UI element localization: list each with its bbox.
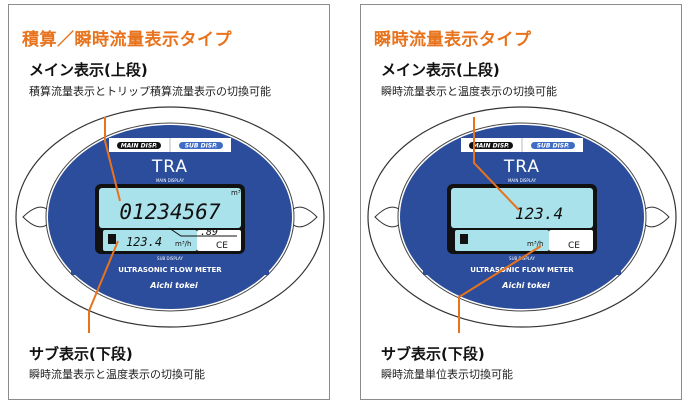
ce-mark: CE <box>568 241 580 251</box>
main-value: 123.4 <box>515 204 563 223</box>
brand-logo: Aichi tokei <box>501 281 550 290</box>
main-disp-button-label: MAIN DISP. <box>121 143 158 150</box>
lcd-sub-area <box>455 230 549 251</box>
main-display-heading: メイン表示(上段) <box>381 61 500 79</box>
panel-title: 積算／瞬時流量表示タイプ <box>22 30 232 50</box>
sub-unit: m³/h <box>527 240 543 248</box>
sub-display-label: SUB DISPLAY <box>157 256 183 261</box>
main-leader-line <box>104 117 121 202</box>
model-label: TRA <box>151 157 188 177</box>
sub-display-heading: サブ表示(下段) <box>381 345 485 363</box>
product-banner: ULTRASONIC FLOW METER <box>470 266 574 274</box>
panel-instantaneous-type: 瞬時流量表示タイプ メイン表示(上段) 瞬時流量表示と温度表示の切換可能 MAI… <box>360 4 682 400</box>
main-unit: m³ <box>231 189 241 197</box>
main-leader-line <box>473 117 520 211</box>
sub-disp-button <box>179 142 223 149</box>
sub-display-description: 瞬時流量表示と温度表示の切換可能 <box>29 368 205 381</box>
sub-disp-button-label: SUB DISP. <box>537 143 570 150</box>
model-label: TRA <box>503 157 540 177</box>
panel-title: 瞬時流量表示タイプ <box>374 30 532 50</box>
main-disp-button <box>469 142 513 149</box>
main-display-label: MAIN DISPLAY <box>508 178 537 183</box>
main-display-description: 積算流量表示とトリップ積算流量表示の切換可能 <box>29 85 271 98</box>
brand-logo: Aichi tokei <box>149 281 198 290</box>
sub-disp-button <box>531 142 575 149</box>
lcd-main-area <box>99 188 241 228</box>
main-decimal: .89 <box>200 227 218 238</box>
main-display-description: 瞬時流量表示と温度表示の切換可能 <box>381 85 557 98</box>
lcd-main-area <box>451 188 593 228</box>
main-disp-button-label: MAIN DISP. <box>473 143 510 150</box>
sub-display-description: 瞬時流量単位表示切換可能 <box>381 368 513 381</box>
sub-value: 123.4 <box>126 235 162 249</box>
sub-unit: m³/h <box>175 240 191 248</box>
lcd-sub-area <box>103 230 197 251</box>
sub-disp-button-label: SUB DISP. <box>185 143 218 150</box>
sub-display-heading: サブ表示(下段) <box>29 345 133 363</box>
main-display-label: MAIN DISPLAY <box>156 178 185 183</box>
sub-leader-line <box>88 240 119 333</box>
sub-leader-line <box>458 245 542 333</box>
main-value: 01234567 <box>119 200 221 224</box>
ce-mark: CE <box>216 241 228 251</box>
product-banner: ULTRASONIC FLOW METER <box>118 266 222 274</box>
flow-meter-illustration: MAIN DISP. SUB DISP. TRA MAIN DISPLAY 12… <box>367 106 677 333</box>
flow-meter-illustration: MAIN DISP. SUB DISP. TRA MAIN DISPLAY m³… <box>15 106 325 333</box>
main-display-heading: メイン表示(上段) <box>29 61 148 79</box>
main-disp-button <box>117 142 161 149</box>
panel-totalizer-type: 積算／瞬時流量表示タイプ メイン表示(上段) 積算流量表示とトリップ積算流量表示… <box>8 4 330 400</box>
